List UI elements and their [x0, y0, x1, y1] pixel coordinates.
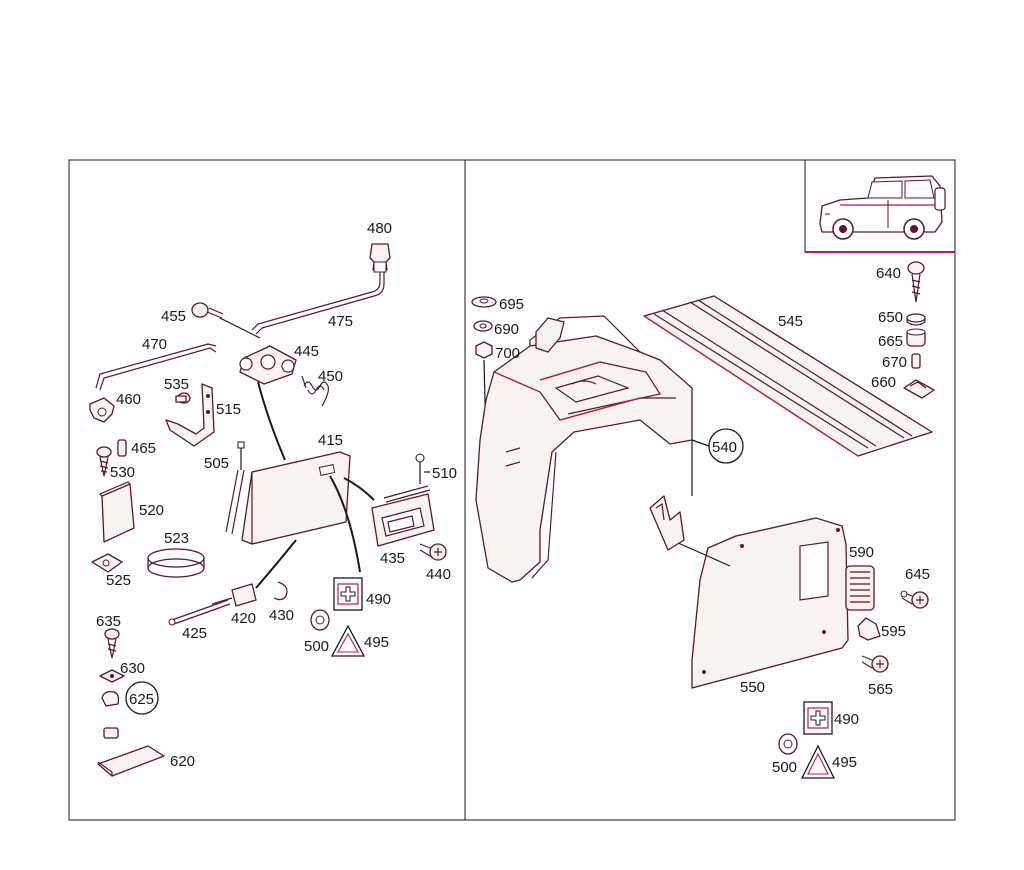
part-645	[900, 590, 929, 609]
label-430: 430	[269, 607, 294, 624]
label-440: 440	[426, 566, 451, 583]
part-440	[419, 543, 447, 561]
first-aid-kit-right	[803, 701, 833, 735]
label-525: 525	[106, 572, 131, 589]
part-590	[845, 565, 875, 611]
part-415	[241, 451, 375, 573]
label-595: 595	[881, 623, 906, 640]
label-630: 630	[120, 660, 145, 677]
part-445	[239, 345, 297, 461]
diagram-frames	[68, 159, 956, 821]
label-625: 625	[129, 691, 154, 708]
part-435	[371, 493, 435, 547]
label-645: 645	[905, 566, 930, 583]
part-523	[147, 548, 205, 578]
warning-triangle-right	[800, 744, 836, 779]
label-495-right: 495	[832, 754, 857, 771]
label-455: 455	[161, 308, 186, 325]
label-700: 700	[495, 345, 520, 362]
part-515	[165, 383, 215, 447]
label-670: 670	[882, 354, 907, 371]
screw-icon	[96, 446, 112, 477]
grommet-right	[778, 733, 798, 755]
label-620: 620	[170, 753, 195, 770]
label-635: 635	[96, 613, 121, 630]
label-660: 660	[871, 374, 896, 391]
label-695: 695	[499, 296, 524, 313]
label-495-left: 495	[364, 634, 389, 651]
label-500-left: 500	[304, 638, 329, 655]
first-aid-kit-icon	[333, 577, 363, 611]
warning-triangle-icon	[330, 624, 366, 657]
label-460: 460	[116, 391, 141, 408]
part-460	[89, 397, 115, 423]
part-505	[225, 441, 245, 535]
label-510: 510	[432, 465, 457, 482]
part-565	[861, 655, 889, 673]
label-650: 650	[878, 309, 903, 326]
label-415: 415	[318, 432, 343, 449]
label-450: 450	[318, 368, 343, 385]
part-510	[383, 453, 431, 503]
part-labels: 480 475 455 445 470 450 535 460 515 465 …	[96, 220, 930, 776]
label-530: 530	[110, 464, 135, 481]
grommet-icon	[310, 609, 330, 631]
part-670	[911, 353, 921, 369]
label-523: 523	[164, 530, 189, 547]
part-690	[473, 320, 493, 332]
part-480	[369, 243, 391, 273]
part-450	[301, 375, 329, 407]
label-475: 475	[328, 313, 353, 330]
label-435: 435	[380, 550, 405, 567]
part-540	[475, 315, 744, 583]
part-420	[211, 539, 297, 607]
label-665: 665	[878, 333, 903, 350]
part-535	[175, 392, 191, 404]
part-630	[99, 669, 125, 683]
part-425	[168, 599, 231, 626]
part-475	[251, 272, 385, 335]
label-550: 550	[740, 679, 765, 696]
label-480: 480	[367, 220, 392, 237]
part-595	[857, 617, 881, 641]
label-505: 505	[204, 455, 229, 472]
label-690: 690	[494, 321, 519, 338]
label-445: 445	[294, 343, 319, 360]
part-525	[91, 553, 123, 573]
part-625	[101, 681, 159, 739]
part-640	[907, 261, 925, 303]
label-515: 515	[216, 401, 241, 418]
part-660	[903, 379, 935, 399]
label-545: 545	[778, 313, 803, 330]
label-565: 565	[868, 681, 893, 698]
label-420: 420	[231, 610, 256, 627]
part-520	[98, 481, 135, 543]
label-470: 470	[142, 336, 167, 353]
part-465	[117, 439, 127, 457]
label-590: 590	[849, 544, 874, 561]
label-490-right: 490	[834, 711, 859, 728]
label-540: 540	[712, 439, 737, 456]
label-490-left: 490	[366, 591, 391, 608]
label-640: 640	[876, 265, 901, 282]
label-425: 425	[182, 625, 207, 642]
label-465: 465	[131, 440, 156, 457]
vehicle-thumbnail-icon	[804, 159, 956, 253]
label-520: 520	[139, 502, 164, 519]
part-430	[273, 581, 288, 601]
part-650	[906, 313, 926, 326]
part-665	[906, 328, 926, 347]
part-695	[471, 296, 497, 308]
part-455	[191, 302, 261, 339]
part-620	[97, 745, 165, 777]
label-500-right: 500	[772, 759, 797, 776]
part-635	[104, 628, 120, 659]
part-550	[649, 495, 849, 689]
part-470	[95, 343, 217, 391]
part-545	[643, 295, 933, 457]
label-535: 535	[164, 376, 189, 393]
